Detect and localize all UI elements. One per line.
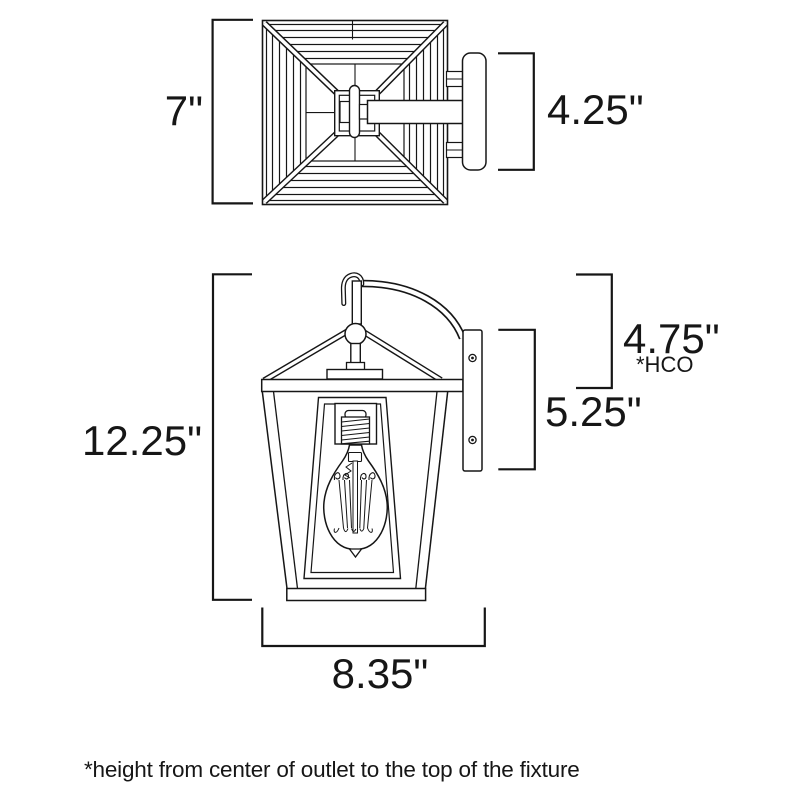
- dim-label-backplate-height: 5.25": [545, 388, 642, 435]
- body-walls: [261, 391, 449, 589]
- bottom-rim-band: [286, 587, 427, 602]
- dim-note-hco: *HCO: [636, 352, 693, 377]
- backplate-side-view: [462, 329, 483, 472]
- top-rim-band: [260, 378, 464, 393]
- dimension-backplate-height: 5.25": [498, 328, 642, 471]
- dim-label-top-depth: 4.25": [547, 86, 644, 133]
- hook: [340, 272, 365, 325]
- dimension-projection: 8.35": [261, 607, 486, 697]
- bulb-collar: [347, 451, 363, 463]
- roof-ridge-bars: [262, 21, 448, 204]
- dimension-hco: 4.75" *HCO: [576, 273, 720, 390]
- curved-arm: [360, 279, 466, 340]
- hook-stem: [351, 280, 362, 325]
- dimension-top-height: 7": [165, 18, 253, 205]
- mounting-arm-top-view: [366, 99, 464, 125]
- dimension-top-depth: 4.25": [498, 52, 644, 171]
- top-view-drawing: [261, 19, 487, 206]
- dim-label-overall-height: 12.25": [82, 417, 202, 464]
- bulb-screw-base: [340, 416, 371, 445]
- side-view-drawing: [260, 272, 483, 602]
- dim-label-hco: 4.75": [623, 315, 720, 362]
- footnote-text: *height from center of outlet to the top…: [84, 757, 580, 782]
- finial-plate: [326, 368, 384, 380]
- bulb-filament: [333, 451, 376, 534]
- roof-bars-side-view: [262, 328, 443, 384]
- dim-label-projection: 8.35": [332, 650, 429, 697]
- backplate-screw-tabs: [445, 70, 464, 159]
- ball-joint: [344, 322, 367, 346]
- filament-stem: [352, 460, 358, 534]
- finial-stem: [350, 342, 361, 366]
- backplate-top-view: [461, 52, 487, 171]
- hook-pill: [348, 84, 361, 139]
- bulb-tip: [348, 548, 363, 559]
- dim-label-top-height: 7": [165, 87, 203, 134]
- dimension-overall-height: 12.25": [82, 273, 252, 601]
